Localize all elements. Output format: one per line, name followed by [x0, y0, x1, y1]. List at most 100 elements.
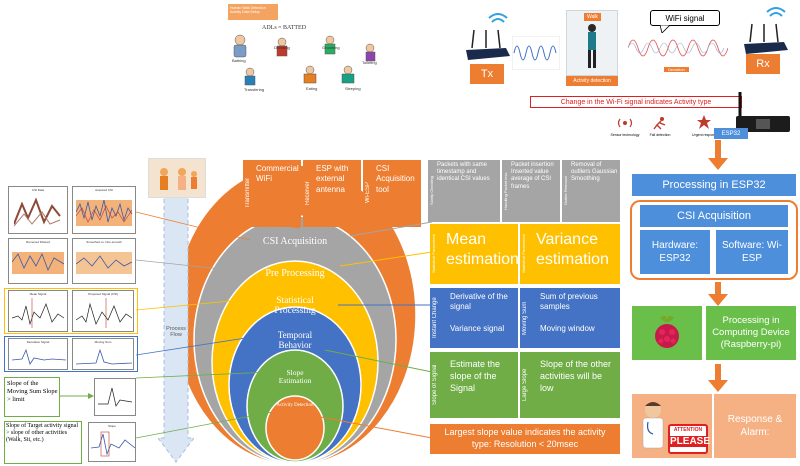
thumb-smoothed-title: Smoothed vs. Non-smooth: [86, 240, 122, 244]
result-box: Largest slope value indicates the activi…: [430, 424, 620, 454]
csi-acquisition-box: CSI Acquisition: [640, 205, 788, 227]
rx-label: Rx: [746, 54, 780, 74]
activity-label-transfering: Transfering: [244, 87, 265, 92]
gray-box-1: [428, 160, 500, 222]
doctor-icon: [642, 402, 664, 449]
orange-box-3: [363, 160, 421, 227]
thumb-moving-sum-title: Moving Sum: [94, 340, 112, 344]
walk-label: Walk: [584, 13, 601, 21]
router-tx-icon: [466, 13, 510, 60]
ring-label-slope: Slope Estimation: [278, 368, 312, 386]
ring-label-pre: Pre Processing: [265, 268, 325, 279]
ring-label-csi: CSI Acquisition: [262, 236, 328, 247]
tx-label: Tx: [470, 64, 504, 84]
process-flow-arrow: [158, 188, 194, 463]
urgent-response-icon: [697, 115, 711, 129]
thumb-mean-signal: [8, 290, 68, 332]
gray-box-1-text: Packets with same timestamp and identica…: [437, 162, 490, 183]
walking-person-icon: [588, 24, 596, 68]
yellow-box-1-text: Mean estimation: [446, 231, 519, 268]
orange-box-1: [243, 160, 301, 227]
arrow-to-response: [708, 364, 728, 392]
wifi-callout-tail: [660, 25, 670, 33]
thumb-csi-data-plot: [14, 197, 61, 227]
activity-label-eating: Eating: [306, 86, 318, 91]
orange-box-2-text: ESP with external antenna: [316, 164, 349, 194]
blue-box-1: [430, 288, 518, 348]
orange-box-1-text: Commercial WiFi: [256, 164, 299, 184]
thumb-proposed-signal: [72, 290, 134, 332]
thumb-slope: [94, 378, 136, 416]
concentric-rings: [173, 164, 417, 466]
moving-sum-note-frame: [4, 377, 60, 417]
green-box-1-text: Estimate the slope of the Signal: [450, 359, 501, 394]
ring-activity: [265, 395, 325, 461]
thumb-acquired-csi-plot: [76, 199, 133, 226]
ring-label-temporal: Temporal Behavior: [277, 330, 313, 350]
human-figures-icon: [160, 168, 197, 190]
activity-label-bathing: Bathing: [232, 58, 246, 63]
activity-label-sleeping: Sleeping: [345, 86, 361, 91]
thumb-slope-plot: [98, 387, 132, 407]
activity-label-dressing: Dressing: [274, 45, 290, 50]
sticky-note: Human Walk Detection Activity Data Setup: [228, 4, 278, 20]
esp32-tag: ESP32: [714, 128, 748, 139]
person-figure: [233, 34, 376, 86]
gray-box-2: [502, 160, 560, 222]
target-note-frame: [4, 421, 82, 464]
thumb-row3-frame: [4, 288, 138, 334]
gray-box-3-text: Removal of outliers Gaussian Smoothing: [571, 162, 618, 183]
thumb-target-slope-title: Slope: [108, 424, 116, 428]
thumb-removed-filtered-plot: [12, 252, 65, 274]
thumb-derivative: [8, 338, 68, 370]
thumb-image-top: [148, 158, 206, 198]
router-rx-icon: [744, 7, 788, 54]
wifi-signal-waves: [628, 39, 728, 57]
deviation-label: Deviation: [664, 67, 689, 72]
esp32-board-icon: [736, 92, 790, 132]
thumb-moving-sum-plot: [76, 348, 132, 365]
thumb-row4-frame: [4, 336, 138, 372]
thumb-derivative-plot: [12, 348, 66, 365]
green-box-2-text: Slope of the other activities will be lo…: [540, 359, 612, 394]
thumb-csi-data-title: CSI Data: [31, 188, 45, 192]
thumb-target-slope-plot: [91, 431, 135, 457]
thumb-mean-signal-plot: [12, 298, 65, 328]
please-text: PLEASE: [670, 436, 711, 447]
activity-detection-label: Activity detection: [566, 76, 618, 86]
thumb-derivative-title: Derivative Signal: [26, 340, 50, 344]
moving-sum-note: Slope of the Moving Sum Slope > limit: [7, 380, 58, 403]
sensor-icon: [617, 118, 633, 128]
urgent-response-label: Urgent response: [692, 133, 718, 137]
thumb-acquired-csi-title: Acquired CSI: [95, 188, 113, 192]
thumb-csi-data: [8, 186, 68, 234]
gray-box-2-text: Packet insertion Inserted value average …: [511, 162, 554, 190]
thumb-moving-sum: [72, 338, 134, 370]
processing-device-box: Processing in Computing Device (Raspberr…: [706, 306, 796, 360]
change-note: Change in the Wi-Fi signal indicates Act…: [530, 96, 742, 108]
attention-text: ATTENTION: [673, 427, 703, 433]
yellow-box-2: [520, 224, 620, 284]
process-flow-label: Process Flow: [166, 326, 186, 338]
response-alarm-box: Response & Alarm:: [714, 394, 796, 458]
green-box-2: [520, 352, 620, 418]
thumb-mean-signal-title: Mean Signal: [29, 292, 47, 296]
wifi-callout: WiFi signal: [650, 10, 720, 26]
adl-cartoons: [233, 34, 376, 86]
raspberry-pi-icon: [655, 315, 679, 348]
activity-label-toileting: Toileting: [362, 60, 377, 65]
thumb-removed-filtered-title: Removed Filtered: [26, 240, 50, 244]
ring-label-stat: Statistical Processing: [274, 296, 316, 317]
gray-box-3: [562, 160, 620, 222]
blue-box-1-text2: Variance signal: [450, 324, 505, 333]
blue-box-2: [520, 288, 620, 348]
fall-detection-label: Fall detection: [649, 133, 671, 137]
green-box-1: [430, 352, 518, 418]
fall-detection-icon: [653, 117, 666, 130]
hardware-box: Hardware: ESP32: [640, 230, 710, 274]
adl-label: ADLs = BATTED: [262, 25, 307, 31]
esp32-group-frame: [630, 200, 798, 280]
thumb-proposed-signal-plot: [76, 298, 132, 328]
target-note: Slope of Target activity signal > slope …: [6, 423, 79, 444]
